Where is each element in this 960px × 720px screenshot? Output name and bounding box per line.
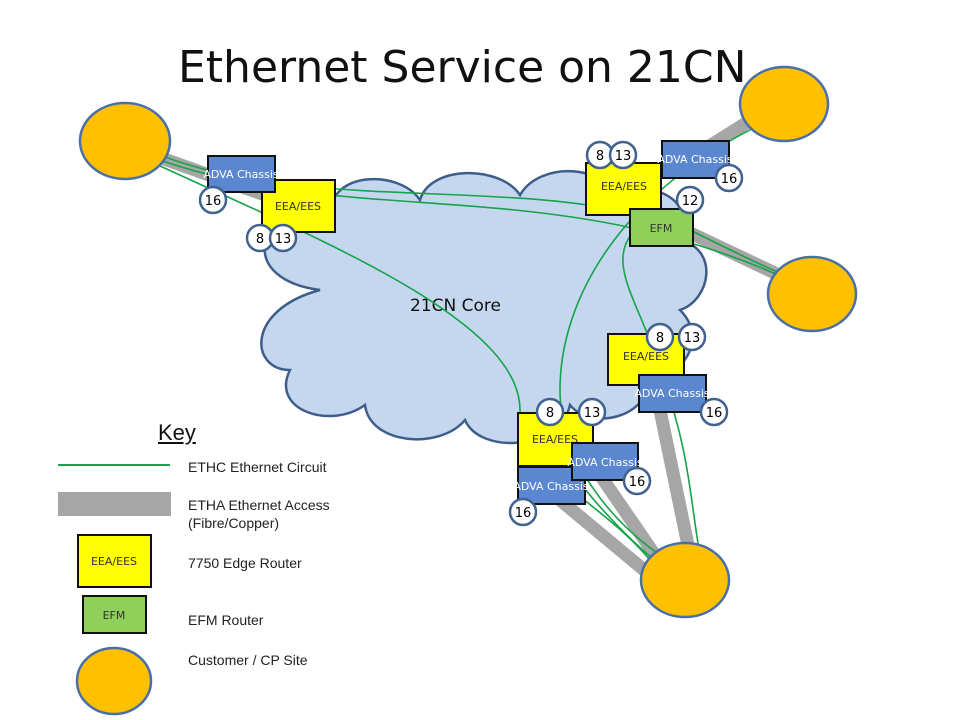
svg-text:16: 16 xyxy=(205,194,222,209)
customer-site-topright xyxy=(738,65,830,143)
badge-topleft-16: 16 xyxy=(198,185,228,215)
svg-text:16: 16 xyxy=(706,406,723,421)
adva-label-topleft: ADVA Chassis xyxy=(203,168,279,181)
core-label: 21CN Core xyxy=(410,296,501,316)
circuit-tr-bottom xyxy=(559,119,771,556)
badge-midright-8: 8 xyxy=(645,322,675,352)
key-etha-label-line1: ETHA Ethernet Access xyxy=(188,497,330,513)
page-title: Ethernet Service on 21CN xyxy=(178,42,747,93)
key-eea-label: EEA/EES xyxy=(91,555,137,568)
svg-text:12: 12 xyxy=(682,194,699,209)
svg-text:8: 8 xyxy=(596,149,604,164)
svg-text:16: 16 xyxy=(515,506,532,521)
key-access-bar xyxy=(58,492,171,516)
svg-text:16: 16 xyxy=(721,172,738,187)
badge-midright-16: 16 xyxy=(699,397,729,427)
svg-text:8: 8 xyxy=(256,232,264,247)
svg-text:16: 16 xyxy=(629,475,646,490)
key-site-icon xyxy=(75,646,153,716)
key-efm-label: EFM xyxy=(103,609,126,622)
badge-topright-12: 12 xyxy=(675,185,705,215)
customer-site-right xyxy=(766,255,858,333)
adva-box-midright xyxy=(638,374,707,413)
access-link-bottom-2 xyxy=(555,495,655,580)
badge-topright-13: 13 xyxy=(608,140,638,170)
badge-bottom-16b: 16 xyxy=(508,497,538,527)
adva-box-topleft xyxy=(207,155,276,193)
node-topleft: EEA/EES ADVA Chassis xyxy=(203,155,336,233)
key-symbols: EEA/EES EFM xyxy=(58,464,171,716)
eea-label-topright: EEA/EES xyxy=(601,180,647,193)
svg-text:13: 13 xyxy=(615,149,632,164)
key-etha-label-line2: (Fibre/Copper) xyxy=(188,515,280,531)
adva-label-bottom-2: ADVA Chassis xyxy=(567,456,643,469)
badge-bottom-16a: 16 xyxy=(622,466,652,496)
key-eea-box xyxy=(77,534,152,588)
customer-sites xyxy=(78,65,858,619)
badge-topright-8: 8 xyxy=(585,140,615,170)
badge-topright-16: 16 xyxy=(714,163,744,193)
key-ethc-label: ETHC Ethernet Circuit xyxy=(188,459,327,475)
svg-text:13: 13 xyxy=(275,232,292,247)
adva-label-midright: ADVA Chassis xyxy=(634,387,710,400)
key-efm-desc: EFM Router xyxy=(188,612,264,628)
efm-label-topright: EFM xyxy=(650,222,673,235)
key-title: Key xyxy=(158,420,196,445)
node-topright: EEA/EES ADVA Chassis EFM xyxy=(585,140,733,247)
badge-topleft-13: 13 xyxy=(268,223,298,253)
svg-text:13: 13 xyxy=(584,406,601,421)
customer-site-bottom xyxy=(639,541,731,619)
access-link-mid xyxy=(653,408,697,557)
cloud-shape xyxy=(260,169,708,445)
eea-label-topleft: EEA/EES xyxy=(275,200,321,213)
eea-label-midright: EEA/EES xyxy=(623,350,669,363)
adva-label-topright: ADVA Chassis xyxy=(657,153,733,166)
key-efm-box xyxy=(82,595,147,634)
node-midright: EEA/EES ADVA Chassis xyxy=(607,333,710,413)
customer-site-topleft xyxy=(78,101,172,181)
port-badges: 16 8 13 8 13 16 12 8 13 16 8 13 16 16 xyxy=(198,140,744,527)
core-cloud: 21CN Core xyxy=(260,169,708,445)
badge-bottom-13: 13 xyxy=(577,397,607,427)
key-site-desc: Customer / CP Site xyxy=(188,652,308,668)
node-bottom: EEA/EES ADVA Chassis ADVA Chassis xyxy=(513,412,643,505)
badge-bottom-8: 8 xyxy=(535,397,565,427)
svg-text:13: 13 xyxy=(684,331,701,346)
badge-midright-13: 13 xyxy=(677,322,707,352)
svg-text:8: 8 xyxy=(656,331,664,346)
key-eea-desc: 7750 Edge Router xyxy=(188,555,302,571)
eea-label-bottom: EEA/EES xyxy=(532,433,578,446)
access-link-bottom-1 xyxy=(594,471,661,559)
svg-text:8: 8 xyxy=(546,406,554,421)
adva-label-bottom-1: ADVA Chassis xyxy=(513,480,589,493)
efm-box-topright xyxy=(629,208,694,247)
